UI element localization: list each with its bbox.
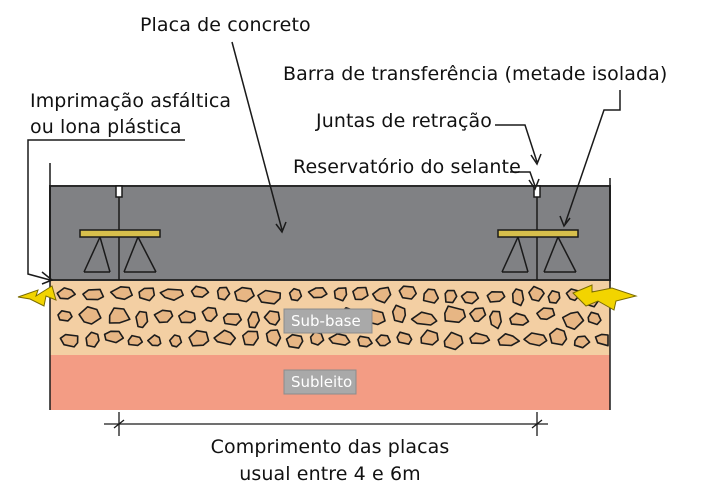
aggregate-stone — [371, 286, 392, 304]
primer-label-line1: Imprimação asfáltica — [30, 90, 232, 112]
aggregate-stone — [103, 330, 125, 344]
aggregate-stone — [78, 306, 102, 325]
aggregate-stone — [587, 311, 602, 326]
primer-label-line2: ou lona plástica — [30, 116, 182, 138]
aggregate-stone — [333, 287, 348, 302]
subgrade-label-box — [283, 369, 357, 395]
aggregate-stone — [469, 332, 491, 345]
aggregate-stone — [265, 329, 282, 347]
aggregate-stone — [422, 288, 440, 304]
dowel-bar-right — [497, 229, 579, 273]
aggregate-stone — [444, 289, 458, 304]
aggregate-stone — [357, 335, 373, 348]
aggregate-stone — [573, 335, 591, 349]
aggregate-stone — [168, 334, 183, 348]
joints-label: Juntas de retração — [316, 110, 493, 132]
aggregate-stone — [213, 329, 237, 346]
aggregate-stone — [396, 331, 413, 345]
aggregate-stone — [486, 291, 506, 303]
aggregate-stone — [108, 307, 131, 324]
aggregate-stone — [420, 329, 439, 346]
subgrade-label: Subleito — [291, 373, 353, 391]
aggregate-stone — [410, 311, 438, 326]
dowel-bar-label: Barra de transferência (metade isolada) — [283, 63, 668, 85]
aggregate-stone — [159, 288, 184, 301]
aggregate-stone — [328, 333, 351, 346]
aggregate-stone — [469, 307, 487, 323]
aggregate-stone — [489, 310, 502, 330]
aggregate-stone — [85, 331, 100, 348]
aggregate-stone — [56, 287, 76, 300]
aggregate-stone — [594, 333, 609, 347]
aggregate-stone — [443, 331, 464, 351]
aggregate-stone — [82, 288, 105, 301]
reservoir-label: Reservatório do selante — [293, 156, 521, 178]
aggregate-stone — [285, 333, 304, 349]
dowel-bar-left — [79, 229, 161, 273]
aggregate-stone — [135, 310, 149, 329]
aggregate-stone — [57, 310, 73, 322]
aggregate-stone — [536, 307, 556, 321]
aggregate-stone — [153, 309, 174, 324]
aggregate-stone — [109, 286, 133, 301]
aggregate-stone — [523, 332, 548, 347]
aggregate-stone — [307, 287, 328, 299]
aggregate-stone — [444, 305, 467, 324]
aggregate-stone — [263, 310, 281, 326]
aggregate-stone — [127, 334, 144, 347]
aggregate-stone — [309, 331, 325, 346]
length-label-line2: usual entre 4 e 6m — [239, 463, 421, 485]
aggregate-stone — [511, 288, 525, 307]
aggregate-stone — [190, 285, 210, 298]
aggregate-stone — [391, 304, 407, 324]
crack-bolt-right — [572, 284, 638, 311]
aggregate-stone — [178, 310, 196, 324]
leader-lines — [27, 41, 621, 285]
aggregate-stone — [234, 286, 255, 303]
aggregate-stone — [216, 286, 231, 301]
aggregate-stone — [288, 287, 303, 302]
aggregate-stone — [138, 287, 156, 302]
aggregate-stone — [188, 329, 210, 347]
aggregate-stone — [509, 312, 530, 326]
length-label-line1: Comprimento das placas — [210, 436, 450, 458]
subbase-label: Sub-base — [291, 312, 361, 330]
slab-length-dimension-line — [104, 412, 548, 436]
aggregate-stone — [147, 334, 162, 347]
aggregate-stone — [547, 290, 561, 304]
joint-left — [115, 185, 123, 280]
subbase-label-box — [283, 308, 373, 334]
slab-label: Placa de concreto — [140, 14, 311, 36]
aggregate-stone — [257, 289, 282, 305]
aggregate-stone — [247, 311, 261, 329]
aggregate-stone — [398, 285, 417, 300]
crack-bolt-left — [17, 285, 57, 307]
aggregate-stone — [548, 327, 568, 346]
aggregate-stone — [59, 333, 79, 348]
aggregate-stone — [222, 313, 243, 326]
aggregate-stone — [561, 311, 585, 331]
aggregate-stone — [375, 334, 391, 347]
aggregate-stone — [242, 330, 259, 346]
aggregate-stone — [460, 291, 480, 305]
aggregate-stone — [528, 285, 545, 302]
aggregate-stone — [352, 286, 369, 301]
aggregate-stone — [497, 333, 521, 347]
aggregate-stone — [201, 306, 218, 323]
